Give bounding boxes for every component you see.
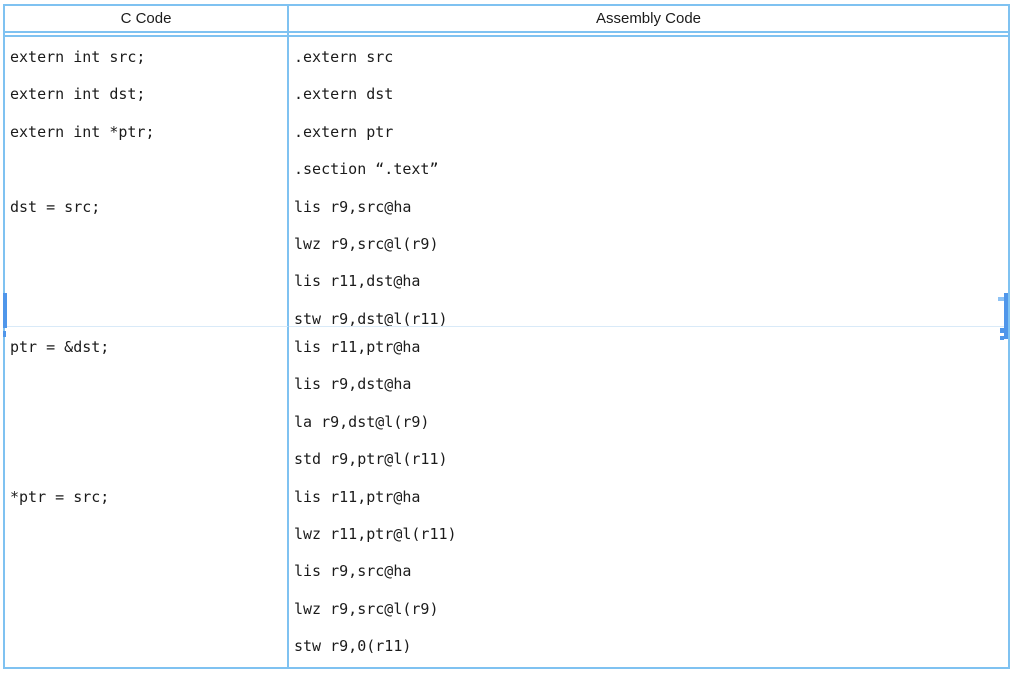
table-row-cell-c-code: ptr = &dst; *ptr = src; [5,327,289,667]
table-row-cell-c-code: extern int src; extern int dst; extern int… [5,37,289,327]
code-line: lis r11,ptr@ha [294,487,421,506]
code-line: lis r11,dst@ha [294,272,421,291]
column-header-assembly-code: Assembly Code [289,6,1008,33]
row-split-marker-right-tick-mid [1000,328,1004,333]
code-line [10,301,287,326]
table-row-cell-assembly: lis r11,ptr@ha lis r9,dst@ha la r9,dst@l(r… [289,327,1008,667]
row-split-marker-right-tick-bottom [1000,336,1004,340]
code-line: la r9,dst@l(r9) [294,412,430,431]
code-line [10,226,287,263]
code-line [10,263,287,300]
code-line [10,404,287,441]
code-line [10,628,287,665]
code-line: lis r11,ptr@ha [294,338,421,356]
code-line: .section “.text” [294,160,439,179]
code-line: .extern dst [294,85,394,104]
code-line [10,553,287,590]
header-separator-left [5,33,289,37]
code-line [10,366,287,403]
code-line: stw r9,0(r11) [294,637,412,656]
code-line: lwz r9,src@l(r9) [294,234,439,253]
code-line: lis r9,src@ha [294,197,412,216]
header-separator-right [289,33,1008,37]
code-line: std r9,ptr@l(r11) [294,450,448,469]
code-line [10,151,287,188]
row-split-marker-left [3,293,7,328]
code-line: extern int src; [10,48,146,66]
code-line [10,441,287,478]
row-split-marker-right-tick-top [998,297,1004,301]
code-line: dst = src; [10,197,101,216]
code-line: stw r9,dst@l(r11) [294,309,448,327]
code-line: extern int dst; [10,85,146,104]
code-line: ptr = &dst; [10,338,110,356]
code-line: lwz r9,src@l(r9) [294,599,439,618]
code-line: lis r9,src@ha [294,562,412,581]
row-split-marker-right [1004,293,1008,339]
column-header-c-code: C Code [5,6,289,33]
row-split-marker-left-tick [3,331,6,337]
code-line: extern int *ptr; [10,122,155,141]
table-row-cell-assembly: .extern src .extern dst .extern ptr .sectio… [289,37,1008,327]
code-line: lis r9,dst@ha [294,375,412,394]
code-line: lwz r11,ptr@l(r11) [294,524,457,543]
code-line [10,591,287,628]
code-line: .extern ptr [294,122,394,141]
c-to-assembly-table: C Code Assembly Code extern int src;exte… [3,4,1010,669]
code-line: *ptr = src; [10,487,110,506]
code-line: .extern src [294,48,394,66]
code-line [10,516,287,553]
